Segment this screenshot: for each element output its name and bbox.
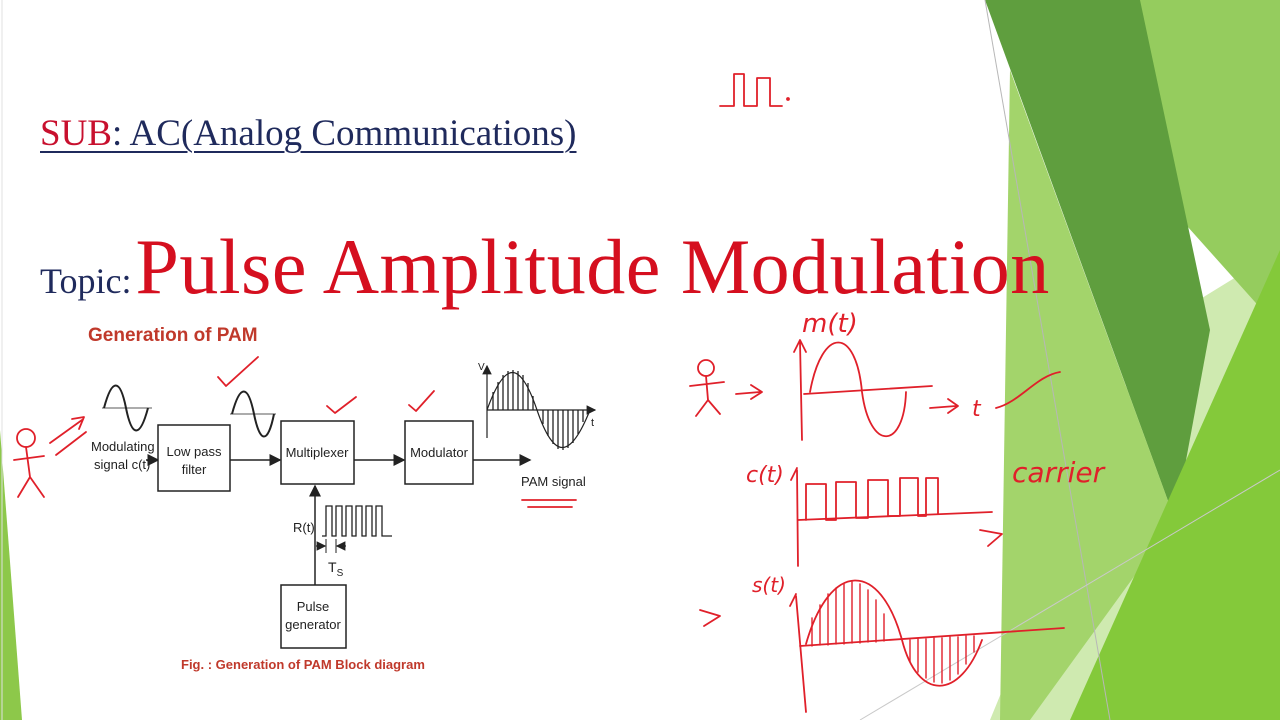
- modulator-block: [404, 420, 474, 485]
- multiplexer-label: Multiplexer: [286, 445, 350, 460]
- pam-signal-underline: [521, 499, 577, 508]
- low-pass-filter-block: [157, 424, 231, 492]
- decor-line-1: [984, 0, 1111, 720]
- st-samples: [811, 581, 975, 684]
- multiplexer-block: [280, 420, 355, 485]
- diagram-caption: Fig. : Generation of PAM Block diagram: [181, 657, 425, 672]
- pulse-generator-line2: generator: [285, 617, 341, 632]
- st-envelope: [805, 579, 983, 687]
- output-label: PAM signal: [521, 474, 586, 489]
- topic-label: Topic:: [40, 261, 132, 301]
- pulse-generator-block: [280, 584, 347, 649]
- green-shape-mid: [1000, 70, 1175, 720]
- mt-t-squiggle: [995, 371, 1061, 409]
- stick-figure-left: [13, 416, 87, 498]
- ct-pulses: [805, 477, 939, 521]
- st-arrow-left: [699, 609, 721, 627]
- lpf-label-line2: filter: [182, 462, 207, 477]
- note-m-label: m(t): [802, 309, 858, 339]
- mt-sine: [809, 341, 907, 437]
- diagram-heading: Generation of PAM: [88, 325, 258, 346]
- note-t-label: t: [972, 397, 982, 422]
- check-mark-2: [326, 396, 357, 414]
- stick-figure-right: [689, 359, 763, 417]
- input-label-line2: signal c(t): [94, 457, 150, 472]
- doodle-pulse-dot: [786, 97, 790, 101]
- subject-line: SUB: AC(Analog Communications): [40, 112, 577, 155]
- ct-arrow: [979, 529, 1003, 547]
- note-carrier: carrier: [1012, 456, 1106, 489]
- green-shape-dark: [985, 0, 1210, 520]
- st-horizontal-axis: [799, 627, 1065, 647]
- input-label-line1: Modulating: [91, 439, 155, 454]
- decor-line-2: [859, 469, 1280, 720]
- mt-horizontal-axis: [803, 385, 933, 395]
- mt-vertical-axis: [793, 339, 807, 441]
- subject-key: SUB: [40, 113, 112, 154]
- pam-inset-t-label: t: [591, 417, 594, 429]
- pulse-train: [322, 505, 392, 537]
- ts-label: TS: [328, 559, 344, 579]
- doodle-pulse: [719, 73, 783, 107]
- modulator-label: Modulator: [410, 445, 468, 460]
- green-shape-left-strip: [0, 430, 22, 720]
- topic-title: Pulse Amplitude Modulation: [135, 223, 1050, 310]
- pulse-generator-line1: Pulse: [297, 599, 330, 614]
- pam-inset-v-label: V: [478, 362, 485, 373]
- pam-inset-pulses: [492, 370, 584, 450]
- rt-label: R(t): [293, 520, 315, 535]
- note-c-label: c(t): [746, 463, 784, 488]
- check-mark-3: [408, 390, 435, 412]
- lpf-label-line1: Low pass: [167, 444, 222, 459]
- note-s-label: s(t): [752, 573, 786, 597]
- topic-line: Topic: Pulse Amplitude Modulation: [40, 222, 1050, 312]
- green-shape-bright: [1070, 250, 1280, 720]
- subject-value: : AC(Analog Communications): [111, 113, 577, 154]
- mt-arrow-right: [929, 398, 959, 414]
- check-mark-1: [217, 356, 259, 387]
- ct-vertical-axis: [791, 468, 803, 566]
- st-vertical-axis: [789, 593, 807, 713]
